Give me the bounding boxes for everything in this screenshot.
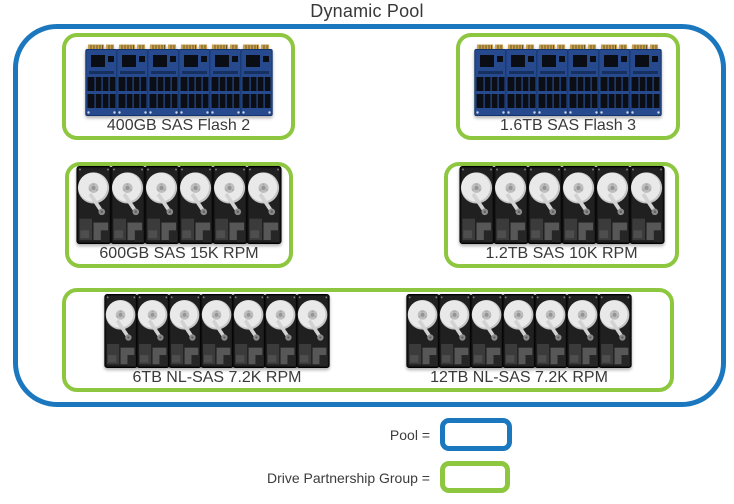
ssd-drive-icon bbox=[598, 44, 631, 116]
hdd-drive-icon bbox=[212, 166, 248, 244]
hdd-drive-icon bbox=[246, 166, 282, 244]
drive-group-nl-sas-combined: 6TB NL-SAS 7.2K RPM 12TB NL-SAS 7.2K RPM bbox=[62, 288, 674, 392]
drive-group-1-6tb-sas-flash-3: 1.6TB SAS Flash 3 bbox=[456, 33, 680, 140]
drive-row bbox=[104, 294, 330, 368]
drive-group-600gb-sas-15k: 600GB SAS 15K RPM bbox=[65, 162, 293, 268]
pool-boundary bbox=[13, 24, 726, 407]
ssd-drive-icon bbox=[536, 44, 569, 116]
drive-row bbox=[406, 294, 632, 368]
ssd-drive-icon bbox=[177, 44, 211, 116]
hdd-drive-icon bbox=[526, 166, 563, 244]
hdd-drive-icon bbox=[492, 166, 529, 244]
hdd-drive-icon bbox=[110, 166, 146, 244]
legend-pool-label: Pool = bbox=[389, 427, 430, 443]
diagram-title: Dynamic Pool bbox=[310, 1, 424, 21]
hdd-drive-icon bbox=[560, 166, 597, 244]
hdd-drive-icon bbox=[458, 166, 495, 244]
hdd-drive-icon bbox=[264, 294, 298, 368]
drive-group-label: 600GB SAS 15K RPM bbox=[99, 245, 259, 262]
hdd-drive-icon bbox=[232, 294, 266, 368]
drive-group-label: 1.6TB SAS Flash 3 bbox=[499, 117, 637, 134]
drive-group-1-2tb-sas-10k: 1.2TB SAS 10K RPM bbox=[444, 162, 679, 268]
ssd-drive-icon bbox=[115, 44, 149, 116]
drive-subgroup-6tb-nl-sas: 6TB NL-SAS 7.2K RPM bbox=[66, 292, 368, 388]
ssd-drive-icon bbox=[84, 44, 118, 116]
drive-group-400gb-sas-flash-2: 400GB SAS Flash 2 bbox=[62, 33, 295, 140]
hdd-drive-icon bbox=[628, 166, 665, 244]
legend-dpg-label: Drive Partnership Group = bbox=[266, 470, 430, 486]
ssd-drive-icon bbox=[208, 44, 242, 116]
hdd-drive-icon bbox=[406, 294, 440, 368]
hdd-drive-icon bbox=[438, 294, 472, 368]
hdd-drive-icon bbox=[76, 166, 112, 244]
hdd-drive-icon bbox=[168, 294, 202, 368]
ssd-drive-icon bbox=[567, 44, 600, 116]
hdd-drive-icon bbox=[144, 166, 180, 244]
drive-group-label: 400GB SAS Flash 2 bbox=[106, 117, 251, 134]
ssd-drive-icon bbox=[239, 44, 273, 116]
hdd-drive-icon bbox=[598, 294, 632, 368]
hdd-drive-icon bbox=[104, 294, 138, 368]
drive-subgroup-12tb-nl-sas: 12TB NL-SAS 7.2K RPM bbox=[368, 292, 670, 388]
hdd-drive-icon bbox=[136, 294, 170, 368]
legend-dpg-swatch bbox=[440, 461, 510, 493]
drive-group-label: 12TB NL-SAS 7.2K RPM bbox=[430, 369, 608, 386]
drive-row bbox=[84, 44, 273, 116]
ssd-drive-icon bbox=[629, 44, 662, 116]
hdd-drive-icon bbox=[178, 166, 214, 244]
hdd-drive-icon bbox=[502, 294, 536, 368]
drive-group-label: 6TB NL-SAS 7.2K RPM bbox=[132, 369, 302, 386]
drive-group-label: 1.2TB SAS 10K RPM bbox=[485, 245, 638, 262]
hdd-drive-icon bbox=[594, 166, 631, 244]
hdd-drive-icon bbox=[200, 294, 234, 368]
drive-row bbox=[76, 166, 282, 244]
hdd-drive-icon bbox=[296, 294, 330, 368]
hdd-drive-icon bbox=[470, 294, 504, 368]
ssd-drive-icon bbox=[505, 44, 538, 116]
ssd-drive-icon bbox=[146, 44, 180, 116]
hdd-drive-icon bbox=[566, 294, 600, 368]
hdd-drive-icon bbox=[534, 294, 568, 368]
ssd-drive-icon bbox=[474, 44, 507, 116]
drive-row bbox=[474, 44, 662, 116]
legend-pool-swatch bbox=[440, 418, 512, 451]
drive-row bbox=[458, 166, 665, 244]
